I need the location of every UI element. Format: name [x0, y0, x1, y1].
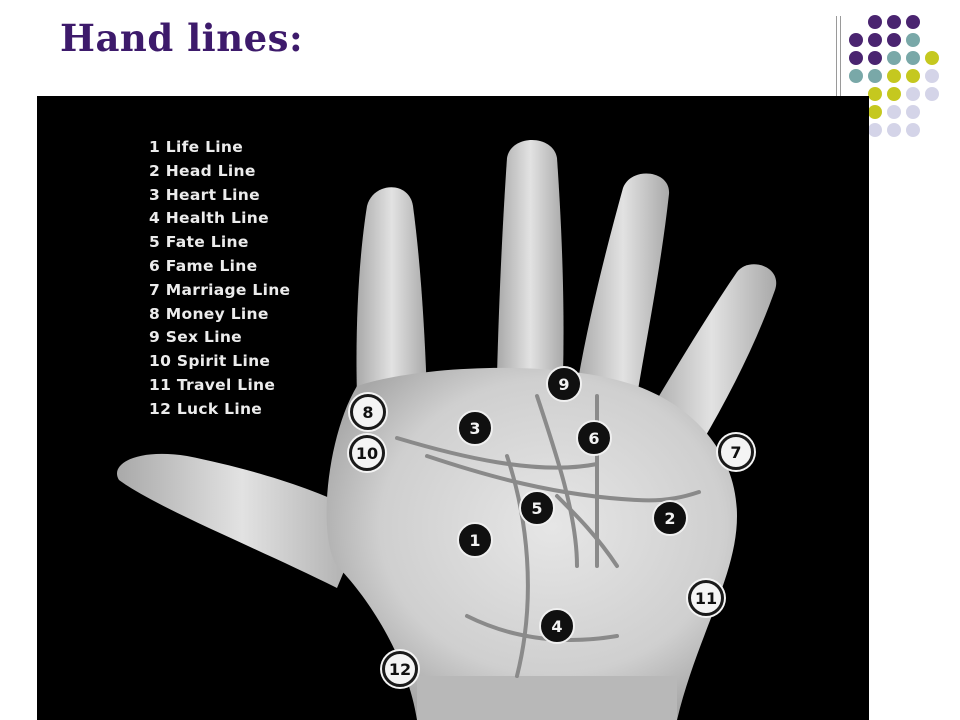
decorative-dot	[925, 69, 939, 83]
marker-luck-line: 12	[382, 651, 418, 687]
decorative-dot	[849, 69, 863, 83]
divider-line	[840, 16, 841, 98]
decorative-dot	[868, 87, 882, 101]
decorative-dot	[887, 69, 901, 83]
decorative-dot	[868, 15, 882, 29]
decorative-dot	[849, 33, 863, 47]
decorative-dot	[906, 15, 920, 29]
marker-travel-line: 11	[688, 580, 724, 616]
decorative-dot	[906, 51, 920, 65]
hand-illustration	[116, 140, 777, 720]
decorative-dot	[868, 51, 882, 65]
hand-photo: 1 Life Line 2 Head Line 3 Heart Line 4 H…	[37, 96, 869, 720]
legend-item: 12 Luck Line	[149, 399, 263, 418]
decorative-dot	[887, 33, 901, 47]
legend-item: 6 Fame Line	[149, 256, 258, 275]
marker-heart-line: 3	[457, 410, 493, 446]
legend-item: 3 Heart Line	[149, 185, 260, 204]
legend-item: 10 Spirit Line	[149, 352, 271, 371]
decorative-dot	[887, 15, 901, 29]
marker-sex-line: 9	[546, 366, 582, 402]
decorative-dot	[868, 69, 882, 83]
legend-item: 7 Marriage Line	[149, 280, 291, 299]
marker-fate-line: 5	[519, 490, 555, 526]
marker-fame-line: 6	[576, 420, 612, 456]
palm-lines	[395, 394, 701, 678]
decorative-dot	[906, 105, 920, 119]
slide-title: Hand lines:	[60, 16, 304, 60]
marker-health-line: 4	[539, 608, 575, 644]
legend-item: 11 Travel Line	[149, 375, 276, 394]
decorative-dot	[906, 123, 920, 137]
marker-money-line: 8	[350, 394, 386, 430]
decorative-dot	[887, 105, 901, 119]
marker-marriage-line: 7	[718, 434, 754, 470]
legend-item: 2 Head Line	[149, 161, 256, 180]
divider-line	[836, 16, 837, 98]
decorative-dot	[906, 87, 920, 101]
decorative-dot	[887, 51, 901, 65]
decorative-dot	[925, 51, 939, 65]
legend-item: 1 Life Line	[149, 138, 244, 156]
decorative-dot	[868, 105, 882, 119]
decorative-dot	[887, 123, 901, 137]
legend-item: 5 Fate Line	[149, 233, 249, 252]
marker-life-line: 1	[457, 522, 493, 558]
decorative-dot	[906, 33, 920, 47]
decorative-dot	[868, 33, 882, 47]
line-legend: 1 Life Line 2 Head Line 3 Heart Line 4 H…	[149, 136, 290, 422]
legend-item: 8 Money Line	[149, 304, 269, 323]
legend-item: 4 Health Line	[149, 209, 269, 228]
decorative-dot	[925, 87, 939, 101]
legend-item: 9 Sex Line	[149, 328, 242, 347]
decorative-dot	[906, 69, 920, 83]
decorative-dot	[868, 123, 882, 137]
marker-spirit-line: 10	[349, 435, 385, 471]
decorative-dot	[849, 51, 863, 65]
marker-head-line: 2	[652, 500, 688, 536]
decorative-dot	[887, 87, 901, 101]
